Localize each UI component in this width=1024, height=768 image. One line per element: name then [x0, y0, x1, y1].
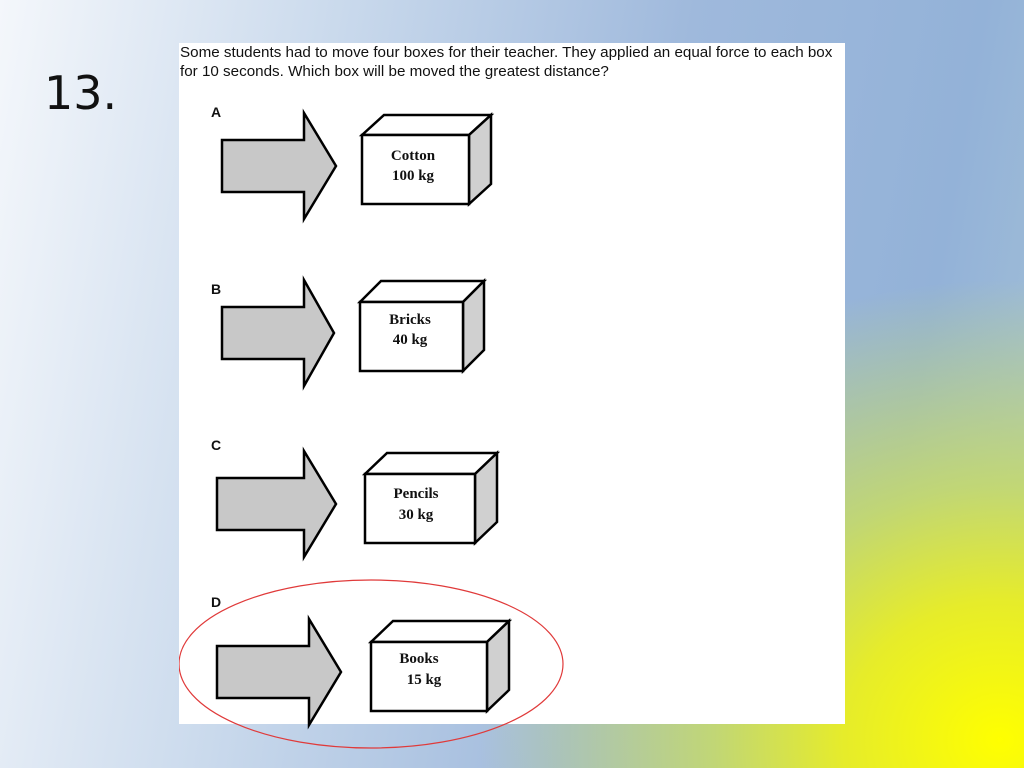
- answer-highlight-ring: [179, 579, 564, 749]
- question-text: Some students had to move four boxes for…: [180, 44, 833, 80]
- box-c-mass: 30 kg: [399, 507, 434, 523]
- box-c-material: Pencils: [394, 486, 439, 502]
- force-arrow-d: [215, 614, 343, 730]
- option-c-letter: C: [211, 437, 222, 453]
- option-b: Bricks 40 kg: [220, 275, 488, 391]
- box-c: Pencils 30 kg: [361, 450, 501, 546]
- question-panel: Some students had to move four boxes for…: [179, 43, 845, 749]
- option-a-letter: A: [211, 104, 222, 120]
- option-a: Cotton 100 kg: [220, 108, 495, 224]
- force-arrow-c: [215, 446, 338, 562]
- box-b-material: Bricks: [389, 312, 431, 328]
- force-arrow-b: [220, 275, 336, 391]
- box-d-mass: 15 kg: [407, 672, 442, 688]
- force-arrow-a: [220, 108, 338, 224]
- box-a-material: Cotton: [391, 148, 436, 164]
- option-d: Books 15 kg: [215, 614, 513, 730]
- option-d-letter: D: [211, 594, 222, 610]
- box-d-material: Books: [399, 651, 438, 667]
- option-c: Pencils 30 kg: [215, 446, 501, 562]
- box-b-mass: 40 kg: [393, 332, 428, 348]
- box-a: Cotton 100 kg: [358, 112, 495, 207]
- box-d: Books 15 kg: [367, 618, 513, 714]
- slide-number: 13.: [44, 66, 118, 120]
- box-a-mass: 100 kg: [392, 168, 435, 184]
- option-b-letter: B: [211, 281, 222, 297]
- box-b: Bricks 40 kg: [356, 277, 488, 375]
- boxes-figure: Cotton 100 kg Bricks 40 kg Pencils: [179, 108, 564, 749]
